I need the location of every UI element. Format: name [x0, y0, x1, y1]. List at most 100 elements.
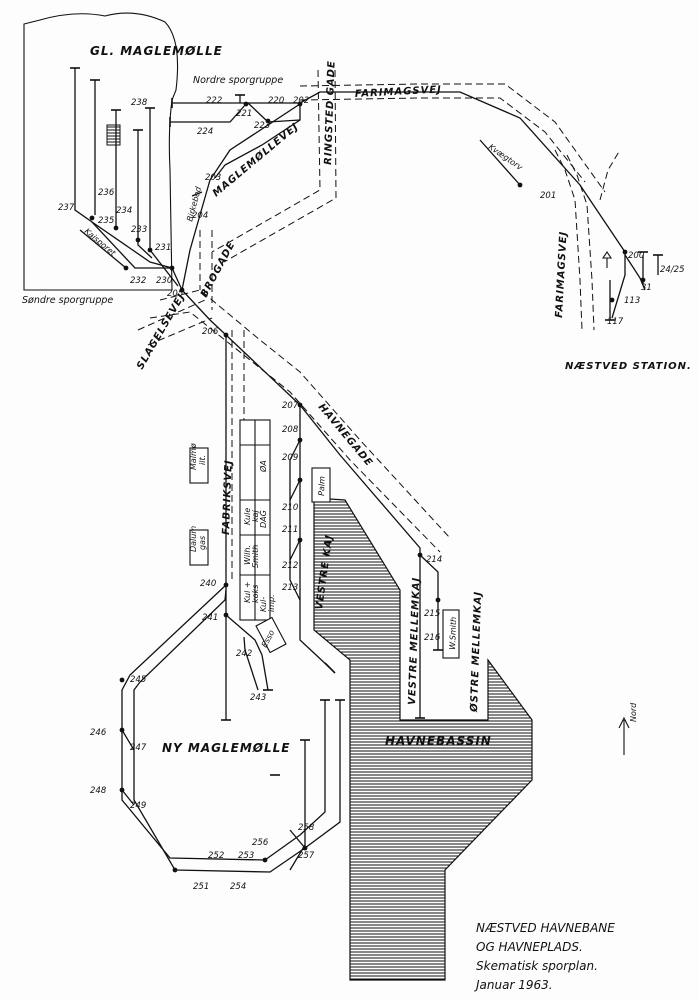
title-line-3: Skematisk sporplan. [476, 959, 598, 973]
switch-247: 247 [130, 743, 147, 753]
switch-24-25: 24/25 [660, 265, 685, 275]
switch-209: 209 [282, 453, 298, 463]
switch-237: 237 [58, 203, 75, 213]
switch-212: 212 [282, 561, 298, 571]
bldg-kul-koks-2: koks [251, 585, 260, 603]
switch-254: 254 [230, 882, 246, 892]
switch-240: 240 [200, 579, 216, 589]
area-ny-maglemolle: NY MAGLEMØLLE [162, 741, 290, 755]
bldg-kule-2: kaj [251, 509, 260, 522]
quay-vestre-mellemkaj: VESTRE MELLEMKAJ [407, 577, 422, 705]
street-ringsted-gade: RINGSTED GADE [323, 60, 338, 165]
switch-201: 201 [540, 191, 556, 201]
switch-211: 211 [282, 525, 298, 535]
switch-markers [89, 101, 646, 873]
switch-204: 204 [192, 211, 208, 221]
switch-210: 210 [282, 503, 298, 513]
switch-numbers: 200 201 202 203 204 205 206 207 208 209 … [58, 96, 685, 892]
bldg-kule: Kule [243, 508, 252, 525]
switch-230: 230 [156, 276, 172, 286]
switch-213: 213 [282, 583, 298, 593]
street-fabriksvej: FABRIKSVEJ [221, 459, 235, 535]
bldg-dalum-2: gas [198, 536, 207, 550]
switch-234: 234 [116, 206, 132, 216]
bldg-malmo-2: ilt. [198, 455, 207, 465]
switch-242: 242 [236, 649, 252, 659]
title-block: NÆSTVED HAVNEBANE OG HAVNEPLADS. Skemati… [474, 921, 615, 992]
switch-235: 235 [98, 216, 114, 226]
palm-building [311, 467, 331, 503]
malmo-ilt-building [189, 447, 209, 484]
switch-117: 117 [607, 317, 624, 327]
area-havnebassin: HAVNEBASSIN [385, 734, 492, 748]
switch-253: 253 [238, 851, 254, 861]
switch-246: 246 [90, 728, 107, 738]
bldg-w-smith: W.Smith [448, 617, 458, 650]
esso-building [255, 616, 287, 654]
bldg-malmo-1: Malmø [189, 443, 198, 470]
quay-ostre-mellemkaj: ØSTRE MELLEMKAJ [468, 591, 484, 713]
title-line-2: OG HAVNEPLADS. [476, 940, 583, 954]
north-arrow: Nord [618, 702, 638, 755]
switch-257: 257 [298, 851, 315, 861]
bldg-wilh: Wilh. [243, 545, 252, 565]
switch-221: 221 [236, 109, 252, 119]
switch-245: 245 [130, 675, 146, 685]
switch-243: 243 [250, 693, 266, 703]
title-line-4: Januar 1963. [474, 978, 553, 992]
switch-205: 205 [167, 289, 183, 299]
switch-223: 223 [254, 121, 270, 131]
title-line-1: NÆSTVED HAVNEBANE [476, 921, 615, 935]
area-gl-maglemolle: GL. MAGLEMØLLE [90, 44, 223, 58]
switch-203: 203 [205, 173, 221, 183]
bldg-kul-koks-1: Kul + [243, 581, 252, 603]
switch-215: 215 [424, 609, 440, 619]
buffer-stops [70, 67, 663, 776]
switch-258: 258 [298, 823, 315, 833]
switch-256: 256 [252, 838, 269, 848]
switch-214: 214 [426, 555, 442, 565]
group-sondre: Søndre sporgruppe [22, 295, 113, 306]
switch-200: 200 [628, 251, 644, 261]
north-label: Nord [629, 702, 638, 722]
gl-maglemolle-boundary [23, 12, 179, 291]
switch-232: 232 [130, 276, 146, 286]
road-slagelsevej [137, 299, 213, 346]
switch-251: 251 [193, 882, 209, 892]
switch-216: 216 [424, 633, 441, 643]
w-smith-building [442, 609, 460, 659]
havnebassin-water [313, 497, 533, 981]
switch-231: 231 [155, 243, 171, 253]
switch-208: 208 [282, 425, 299, 435]
switch-31: 31 [641, 283, 652, 293]
switch-202: 202 [293, 96, 309, 106]
switch-238: 238 [131, 98, 148, 108]
switch-252: 252 [208, 851, 224, 861]
bldg-kul-imp-2: imp. [267, 594, 276, 612]
switch-206: 206 [202, 327, 219, 337]
switch-220: 220 [268, 96, 284, 106]
switch-236: 236 [98, 188, 115, 198]
switch-207: 207 [282, 401, 299, 411]
bldg-dalum-1: Dalum [189, 526, 198, 552]
switch-222: 222 [206, 96, 222, 106]
switch-233: 233 [131, 225, 147, 235]
road-farimagsvej [299, 83, 621, 331]
switch-241: 241 [202, 613, 218, 623]
bldg-dag: DAG [259, 510, 268, 528]
station-signal [601, 251, 613, 268]
switch-249: 249 [130, 801, 146, 811]
area-naestved-station: NÆSTVED STATION. [565, 361, 692, 372]
switch-224: 224 [197, 127, 213, 137]
fabriksvej-warehouses [239, 419, 271, 621]
switch-113: 113 [624, 296, 640, 306]
street-farimagsvej-2: FARIMAGSVEJ [554, 231, 570, 319]
bldg-oa: ØA [258, 460, 268, 473]
track-kvaegtorv: Kvægtorv [487, 142, 524, 172]
bldg-kul-imp-1: Kul- [259, 597, 268, 612]
road-brogade-havnegade [149, 230, 451, 553]
shed-building [106, 124, 121, 146]
group-nordre: Nordre sporgruppe [193, 75, 283, 86]
